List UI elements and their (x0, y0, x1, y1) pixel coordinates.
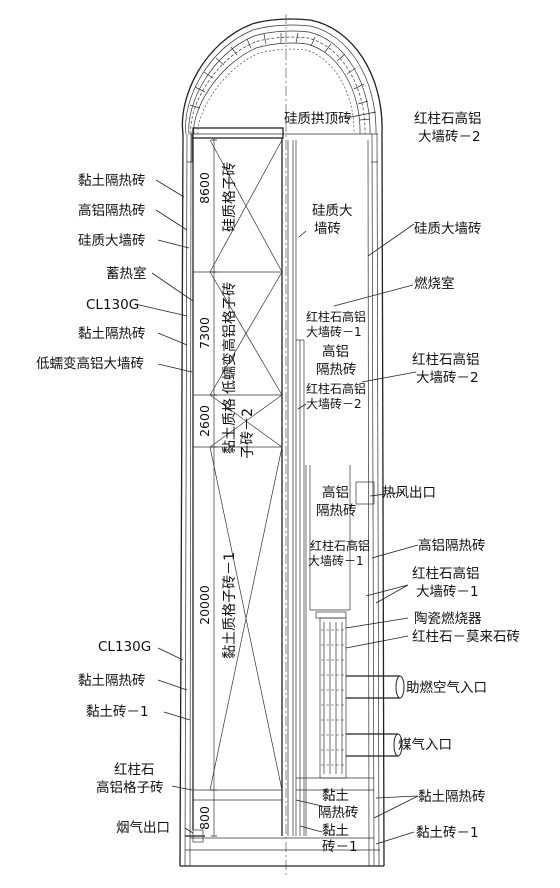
leader-lines (134, 111, 419, 845)
label-hot-blast-outlet: 热风出口 (382, 485, 436, 501)
label-silica-checker: 硅质格子砖 (222, 162, 238, 232)
label-inner-burner-wall-line1: 红柱石高铝 (310, 538, 370, 553)
outer-shell (179, 133, 385, 867)
label-inner-clay-brick-line1: 黏土 (322, 823, 349, 839)
label-combustion-air-inlet: 助燃空气入口 (406, 679, 487, 696)
label-andalusite-wall-1-line1: 红柱石高铝 (412, 565, 480, 582)
label-inner-burner-wall-line2: 大墙砖－1 (308, 553, 364, 568)
label-low-creep-checker: 低蠕变高铝格子砖 (221, 282, 238, 394)
dome-structure (181, 14, 383, 875)
label-inner-clay-insul-line2: 隔热砖 (318, 805, 359, 821)
label-inner-silica-wall-line2: 墙砖 (314, 221, 341, 237)
label-silica-dome: 硅质拱顶砖 (284, 111, 352, 127)
label-inner-high-al-2-line2: 隔热砖 (316, 503, 357, 519)
label-gas-inlet: 煤气入口 (398, 737, 452, 753)
label-inner-andalusite-wall-1-line1: 红柱石高铝 (306, 309, 366, 324)
label-clay-checker-2-line2: 子砖－2 (240, 408, 256, 459)
combustion-chamber (295, 140, 405, 836)
label-andalusite-wall-2-line2: 大墙砖－2 (418, 129, 481, 145)
label-clay-brick-1: 黏土砖－1 (86, 704, 149, 720)
dimension-7300: 7300 (197, 317, 212, 349)
dimension-20000: 20000 (197, 585, 212, 625)
label-high-al-insulation: 高铝隔热砖 (78, 202, 146, 219)
label-inner-high-al-line2: 隔热砖 (316, 362, 357, 378)
label-clay-checker-2-line1: 黏土质格 (222, 398, 238, 454)
label-andalusite-checker-line1: 红柱石 (114, 762, 155, 778)
label-silica-wall: 硅质大墙砖 (78, 233, 146, 249)
label-clay-checker-1: 黏土质格子砖－1 (222, 552, 238, 659)
label-inner-high-al-line1: 高铝 (322, 343, 349, 360)
label-regenerator: 蓄热室 (106, 265, 147, 282)
label-inner-andalusite-wall-1-line2: 大墙砖－1 (306, 324, 362, 339)
label-andalusite-checker-line2: 高铝格子砖 (96, 779, 164, 796)
label-clay-insulation-2: 黏土隔热砖 (78, 326, 146, 342)
label-cl130g-1: CL130G (86, 297, 139, 313)
dimension-2600: 2600 (197, 405, 212, 437)
label-andalusite-mullite: 红柱石－莫来石砖 (412, 629, 520, 645)
label-inner-andalusite-wall-2-line2: 大墙砖－2 (306, 396, 362, 411)
label-inner-andalusite-wall-2-line1: 红柱石高铝 (306, 381, 366, 396)
label-inner-high-al-2-line1: 高铝 (322, 484, 349, 501)
label-inner-clay-brick-line2: 砖－1 (322, 839, 358, 855)
label-cl130g-2: CL130G (98, 639, 151, 655)
label-clay-insulation-1: 黏土隔热砖 (78, 173, 146, 189)
label-andalusite-wall-2b-line2: 大墙砖－2 (416, 370, 479, 386)
label-high-al-insulation-right: 高铝隔热砖 (418, 537, 486, 554)
label-andalusite-wall-1-line2: 大墙砖－1 (416, 584, 479, 600)
dimension-8600: 8600 (197, 172, 212, 204)
dimension-800: 800 (197, 806, 212, 830)
label-inner-clay-insul-line1: 黏土 (322, 788, 349, 804)
label-inner-silica-wall-line1: 硅质大 (312, 203, 353, 219)
regenerator-chamber (185, 127, 294, 843)
label-andalusite-wall-2-line1: 红柱石高铝 (414, 110, 482, 127)
label-low-creep-wall: 低蠕变高铝大墙砖 (36, 355, 144, 372)
label-flue-gas-outlet: 烟气出口 (116, 820, 170, 836)
label-silica-wall-right: 硅质大墙砖 (414, 221, 482, 237)
label-andalusite-wall-2b-line1: 红柱石高铝 (412, 351, 480, 368)
label-clay-insulation-3: 黏土隔热砖 (78, 673, 146, 689)
label-ceramic-burner: 陶瓷燃烧器 (414, 610, 482, 627)
label-combustion-chamber: 燃烧室 (414, 275, 455, 292)
label-clay-insulation-right: 黏土隔热砖 (418, 789, 486, 805)
label-clay-brick-1-right: 黏土砖－1 (416, 825, 479, 841)
